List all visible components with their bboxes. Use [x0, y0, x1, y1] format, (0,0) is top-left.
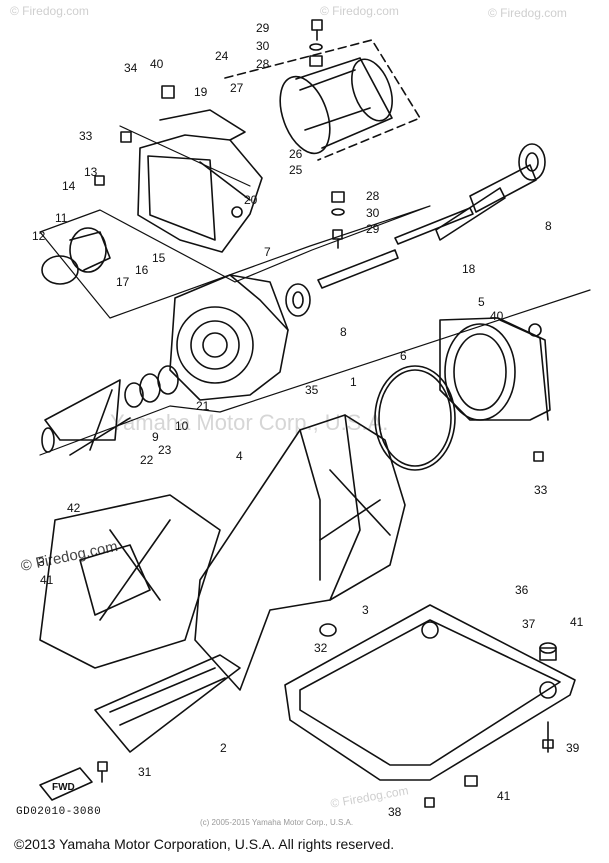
label-12: 12: [32, 229, 46, 243]
watermark-center: Yamaha Motor Corp., U.S.A.: [110, 410, 389, 435]
label-33a: 33: [79, 129, 93, 143]
label-30a: 30: [256, 39, 270, 53]
label-41a: 41: [40, 573, 54, 587]
label-3a: 3: [38, 555, 45, 569]
label-21: 21: [196, 399, 210, 413]
label-32: 32: [314, 641, 328, 655]
label-9: 9: [152, 430, 159, 444]
label-24: 24: [215, 49, 229, 63]
nut-28-top: [309, 55, 323, 67]
label-41c: 41: [497, 789, 511, 803]
label-33b: 33: [534, 483, 548, 497]
impeller-frame-line: [39, 289, 591, 456]
impeller-housing-7: [169, 274, 289, 401]
label-3b: 3: [362, 603, 369, 617]
label-27: 27: [230, 81, 244, 95]
label-15: 15: [152, 251, 166, 265]
label-40b: 40: [490, 309, 504, 323]
outlet-housing-6: [439, 317, 551, 421]
ride-plate-2: [94, 654, 241, 753]
label-13: 13: [84, 165, 98, 179]
intake-grate-42: [39, 494, 221, 669]
label-28a: 28: [256, 57, 270, 71]
washer-30-mid: [331, 208, 345, 216]
label-36: 36: [515, 583, 529, 597]
mounting-frame-36: [284, 604, 576, 781]
cap-11-12: [41, 227, 111, 285]
fwd-arrow: [39, 767, 93, 801]
label-30b: 30: [366, 206, 380, 220]
nut-40-top: [161, 85, 175, 99]
fwd-label: FWD: [52, 782, 75, 793]
cap-3: [319, 623, 337, 637]
label-39: 39: [566, 741, 580, 755]
label-14: 14: [62, 179, 76, 193]
label-41b: 41: [570, 615, 584, 629]
bolt-29-mid: [332, 229, 343, 249]
label-38: 38: [388, 805, 402, 819]
bolt-31: [97, 761, 108, 783]
label-22: 22: [140, 453, 154, 467]
label-16: 16: [135, 263, 149, 277]
label-19: 19: [194, 85, 208, 99]
label-2: 2: [220, 741, 227, 755]
label-29a: 29: [256, 21, 270, 35]
bolt-38: [424, 797, 435, 808]
bolt-33: [120, 131, 132, 143]
label-6: 6: [400, 349, 407, 363]
bolt-13: [94, 175, 105, 186]
bolt-29-top: [311, 19, 323, 41]
label-37: 37: [522, 617, 536, 631]
bolt-33-right: [533, 451, 544, 462]
label-31: 31: [138, 765, 152, 779]
label-7: 7: [264, 245, 271, 259]
label-8b: 8: [340, 325, 347, 339]
label-42: 42: [67, 501, 81, 515]
watermark-top-left: © Firedog.com: [10, 4, 89, 18]
label-18: 18: [462, 262, 476, 276]
jet-nozzle-24: [279, 57, 393, 155]
diagram-code: GD02010-3080: [16, 806, 102, 818]
nut-28-mid: [331, 191, 345, 203]
impeller-22: [41, 365, 179, 456]
copyright-footer: ©2013 Yamaha Motor Corporation, U.S.A. A…: [14, 836, 395, 852]
label-11: 11: [55, 211, 68, 225]
drive-shaft-18: [317, 164, 537, 289]
part-labels: 29 30 28 24 27 34 40 19 33 13 14 11 12 1…: [32, 21, 584, 819]
label-1: 1: [350, 375, 357, 389]
watermark-top-right: © Firedog.com: [320, 4, 399, 18]
label-25: 25: [289, 163, 303, 177]
nut-41: [464, 775, 478, 787]
label-20: 20: [244, 193, 258, 207]
nozzle-assembly-frame: [224, 39, 421, 161]
label-5: 5: [478, 295, 485, 309]
bushing-37: [539, 642, 557, 661]
label-8a: 8: [545, 219, 552, 233]
label-23: 23: [158, 443, 172, 457]
label-29b: 29: [366, 222, 380, 236]
label-26: 26: [289, 147, 303, 161]
label-17: 17: [116, 275, 130, 289]
label-35: 35: [305, 383, 319, 397]
watermark-mid: © Firedog.com: [488, 6, 567, 20]
bearing-8-top: [518, 143, 546, 181]
bolt-39: [542, 721, 554, 753]
label-40a: 40: [150, 57, 164, 71]
label-28b: 28: [366, 189, 380, 203]
label-10: 10: [175, 419, 189, 433]
o-ring-1: [374, 365, 456, 471]
intake-assembly-frame: [39, 205, 431, 319]
intake-duct-4: [194, 414, 406, 691]
label-34: 34: [124, 61, 138, 75]
bearing-8-mid: [285, 283, 311, 317]
label-4: 4: [236, 449, 243, 463]
pump-housing-19: [137, 109, 263, 253]
small-copyright: (c) 2005-2015 Yamaha Motor Corp., U.S.A.: [200, 818, 354, 827]
washer-30-top: [309, 43, 323, 51]
